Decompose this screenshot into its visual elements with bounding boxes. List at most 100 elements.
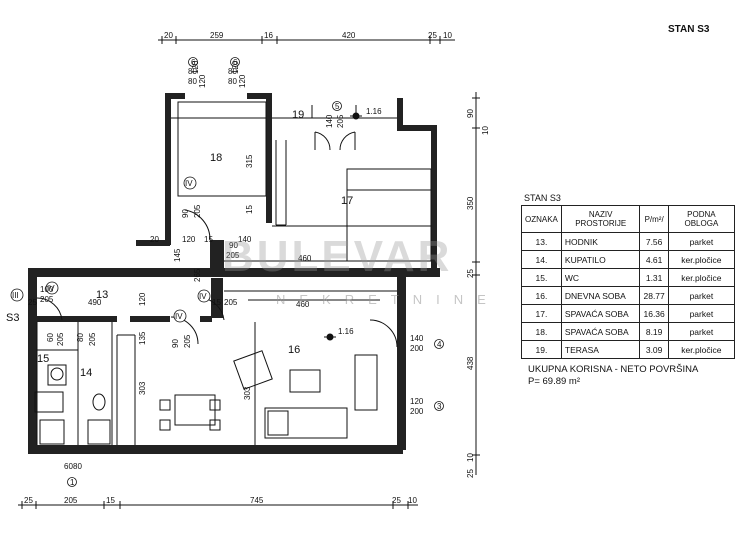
level-markers	[324, 112, 362, 341]
watermark-logo: BULEVAR	[222, 232, 453, 281]
table-title: STAN S3	[524, 193, 561, 203]
svg-text:90: 90	[229, 241, 238, 250]
svg-text:60: 60	[64, 462, 73, 471]
window-tag-6: 1	[70, 478, 75, 487]
dim-bottom-3: 15	[106, 496, 115, 505]
dim-right-1: 90	[466, 109, 475, 118]
svg-text:265: 265	[193, 268, 202, 282]
dim-top-5: 25	[428, 31, 437, 40]
dim-top-2: 259	[210, 31, 224, 40]
bottom-dimension-ticks	[21, 501, 409, 509]
svg-text:140: 140	[410, 334, 424, 343]
window-tag-4: 4	[437, 340, 442, 349]
svg-text:20: 20	[150, 235, 159, 244]
svg-text:205: 205	[88, 332, 97, 346]
svg-text:205: 205	[40, 295, 54, 304]
dim-top-4: 420	[342, 31, 356, 40]
watermark-subtitle: NEKRETNINE	[276, 292, 500, 307]
room-number-17: 17	[341, 195, 353, 207]
header-area: P/m²/	[639, 205, 669, 233]
summary-total: P= 69.89 m²	[528, 376, 581, 387]
table-row: 15. WC 1.31 ker.pločice	[521, 268, 736, 287]
svg-text:200: 200	[410, 407, 424, 416]
svg-text:15: 15	[212, 298, 221, 307]
top-dimension-ticks	[161, 36, 441, 44]
door-tag-3: IV	[175, 312, 183, 321]
svg-text:80: 80	[188, 67, 197, 76]
svg-text:205: 205	[224, 298, 238, 307]
dim-bottom-4: 745	[250, 496, 264, 505]
room-table: OZNAKA NAZIV PROSTORIJE P/m²/ PODNA OBLO…	[521, 205, 736, 359]
table-row: 13. HODNIK 7.56 parket	[521, 232, 736, 251]
table-row: 18. SPAVAĆA SOBA 8.19 parket	[521, 322, 736, 341]
svg-text:135: 135	[138, 331, 147, 345]
door-tag-5: III	[12, 291, 19, 300]
svg-text:303: 303	[138, 381, 147, 395]
svg-text:1.16: 1.16	[338, 327, 354, 336]
svg-text:200: 200	[410, 344, 424, 353]
svg-text:460: 460	[296, 300, 310, 309]
room-number-19: 19	[292, 109, 304, 121]
svg-text:80: 80	[228, 67, 237, 76]
svg-text:140: 140	[325, 114, 334, 128]
room-number-14: 14	[80, 367, 92, 379]
window-tag-1: 6	[191, 58, 196, 67]
svg-text:490: 490	[88, 298, 102, 307]
svg-text:25: 25	[28, 298, 37, 307]
dim-bottom-2: 205	[64, 496, 78, 505]
dim-bottom-1: 25	[24, 496, 33, 505]
area-summary: UKUPNA KORISNA - NETO POVRŠINA P= 69.89 …	[528, 364, 698, 388]
dim-right-5: 438	[466, 356, 475, 370]
svg-text:205: 205	[226, 251, 240, 260]
plan-title: STAN S3	[668, 24, 710, 35]
summary-label: UKUPNA KORISNA - NETO POVRŠINA	[528, 364, 699, 375]
inner-dimensions: 80 120 80 120 80 120 80 120 315 90 205 1…	[28, 60, 424, 471]
svg-text:460: 460	[298, 254, 312, 263]
svg-text:140: 140	[238, 235, 252, 244]
svg-text:80: 80	[188, 77, 197, 86]
header-naziv: NAZIV PROSTORIJE	[560, 205, 641, 233]
svg-text:205: 205	[56, 332, 65, 346]
window-tag-5: 3	[437, 402, 442, 411]
table-row: 19. TERASA 3.09 ker.pločice	[521, 340, 736, 359]
dim-right-4: 25	[466, 269, 475, 278]
room-number-15: 15	[37, 353, 49, 365]
svg-text:1.16: 1.16	[366, 107, 382, 116]
svg-text:90: 90	[181, 209, 190, 218]
door-tag-2: IV	[199, 292, 207, 301]
table-header-row: OZNAKA NAZIV PROSTORIJE P/m²/ PODNA OBLO…	[521, 205, 736, 233]
svg-text:120: 120	[238, 74, 247, 88]
tag-circles	[10, 57, 444, 487]
dim-bottom-5: 25	[392, 496, 401, 505]
table-row: 17. SPAVAĆA SOBA 16.36 parket	[521, 304, 736, 323]
table-row: 16. DNEVNA SOBA 28.77 parket	[521, 286, 736, 305]
svg-text:80: 80	[76, 333, 85, 342]
dim-right-3: 350	[466, 196, 475, 210]
dim-top-3: 16	[264, 31, 273, 40]
svg-text:100: 100	[40, 285, 54, 294]
dim-bottom-6: 10	[408, 496, 417, 505]
svg-text:120: 120	[198, 74, 207, 88]
svg-text:15: 15	[245, 205, 254, 214]
entrance-tag: S3	[6, 312, 19, 324]
table-row: 14. KUPATILO 4.61 ker.pločice	[521, 250, 736, 269]
window-tag-2: 6	[233, 58, 238, 67]
room-number-16: 16	[288, 344, 300, 356]
svg-text:120: 120	[231, 60, 240, 74]
svg-text:303: 303	[243, 386, 252, 400]
dim-top-6: 10	[443, 31, 452, 40]
svg-text:145: 145	[173, 248, 182, 262]
dim-right-6: 10	[466, 453, 475, 462]
svg-text:120: 120	[410, 397, 424, 406]
svg-text:15: 15	[204, 235, 213, 244]
svg-text:205: 205	[183, 334, 192, 348]
room-number-18: 18	[210, 152, 222, 164]
svg-text:205: 205	[193, 204, 202, 218]
right-dimension-ticks	[472, 97, 480, 456]
svg-text:315: 315	[245, 154, 254, 168]
walls	[28, 93, 440, 454]
room-number-13: 13	[96, 289, 108, 301]
svg-text:120: 120	[182, 235, 196, 244]
svg-text:120: 120	[138, 292, 147, 306]
